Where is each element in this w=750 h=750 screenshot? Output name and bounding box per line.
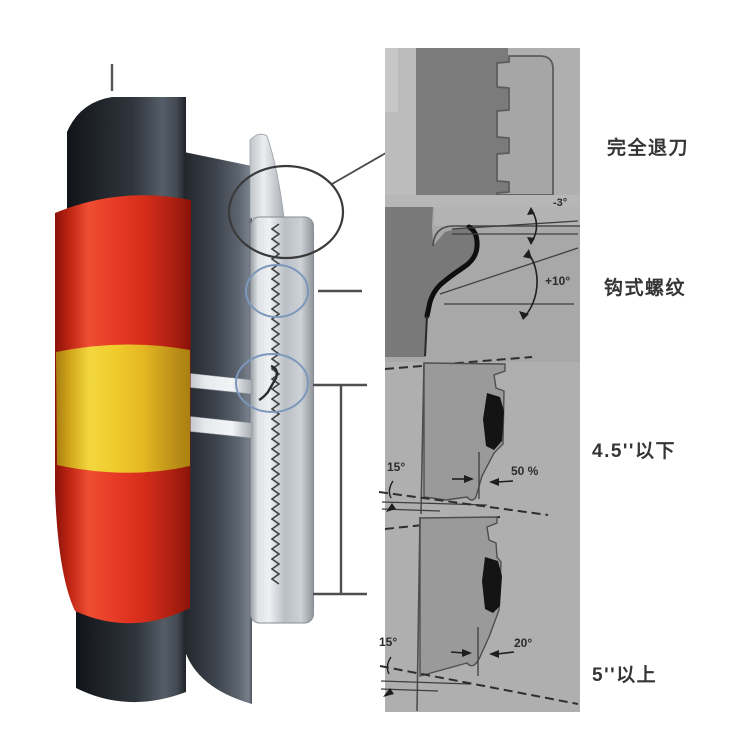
section-gap-band [385,195,580,208]
annotation-large-taper-angle: 15° [379,635,398,649]
magnifier-circle [227,164,345,260]
hook-shelf-outline [432,225,580,247]
flank-arrow-left-large [462,649,472,657]
hook-angle-diagonal [439,247,579,295]
annotation-large-flank-angle: 20° [514,636,533,650]
hook-wall [385,207,477,357]
panel-white-gap [580,48,595,712]
flank-arrow-right-tail-small [496,480,514,483]
taper-arc-large [386,656,392,675]
label-full-thread-relief: 完全退刀 [607,138,690,159]
upper-pipe [67,97,186,215]
taper-arrow-up [527,207,535,215]
relief-pin-body [416,48,508,195]
detail-circle-upper [245,264,309,318]
label-hook-thread: 钩式螺纹 [604,278,687,299]
flank-arrow-right-large [489,650,499,658]
taper-arrowhead-large [383,688,394,697]
tooth-small-left-line [420,362,425,515]
taper-arrowhead-small [386,503,396,512]
hook-angle-arrow-up [523,249,532,259]
thread-hook-mark [258,364,279,402]
panel-corner-patch [385,48,398,112]
taper-arrow-down [527,237,535,245]
tooth-small-black-flank [483,393,504,450]
hook-shelf [434,207,580,226]
tooth-profile-large [419,516,502,677]
boundary-dashed-2 [378,491,549,516]
relief-box-teeth [496,55,554,196]
annotation-small-taper-angle: 15° [387,460,406,474]
coupling-top-sliver [249,133,285,219]
tubing-illustration [55,64,411,704]
flank-arrow-right-small [489,478,499,486]
large-flank-annotation [450,627,515,676]
lower-pipe [76,598,186,703]
label-under-4-5-inch: 4.5''以下 [592,441,676,462]
label-over-5-inch: 5''以上 [592,665,658,686]
taper-base-line-large [380,680,471,685]
taper-arc-small [388,480,394,499]
annotation-relief-taper-angle: -3° [553,197,568,209]
taper-line-upper [451,220,579,230]
thread-profile-panel [378,48,595,712]
hook-angle-annotation [439,247,579,320]
flank-arrow-right-tail-large [496,651,515,655]
flank-arrow-left-tail-large [450,651,465,654]
hook-angle-arrow-down [519,311,529,320]
flank-arrow-left-small [464,475,474,483]
hook-curve [424,224,480,319]
annotation-small-flank-percent: 50 % [511,464,539,478]
relief-taper-annotation [451,207,579,245]
protector-yellow-band [56,344,190,473]
tooth-large-black-flank [482,557,502,613]
hook-curve-tail [424,315,428,357]
annotation-hook-angle: +10° [545,274,571,288]
boundary-dashed-4 [379,665,579,705]
small-flank-annotation [452,452,514,499]
coupling-cross-section [250,216,314,624]
tooth-large-left-line [416,516,421,712]
thread-zigzag [270,223,281,585]
detail-circle-lower [235,353,309,413]
dimension-bracket [313,383,367,596]
large-taper-annotation [380,656,471,697]
tooth-profile-small [423,362,506,501]
